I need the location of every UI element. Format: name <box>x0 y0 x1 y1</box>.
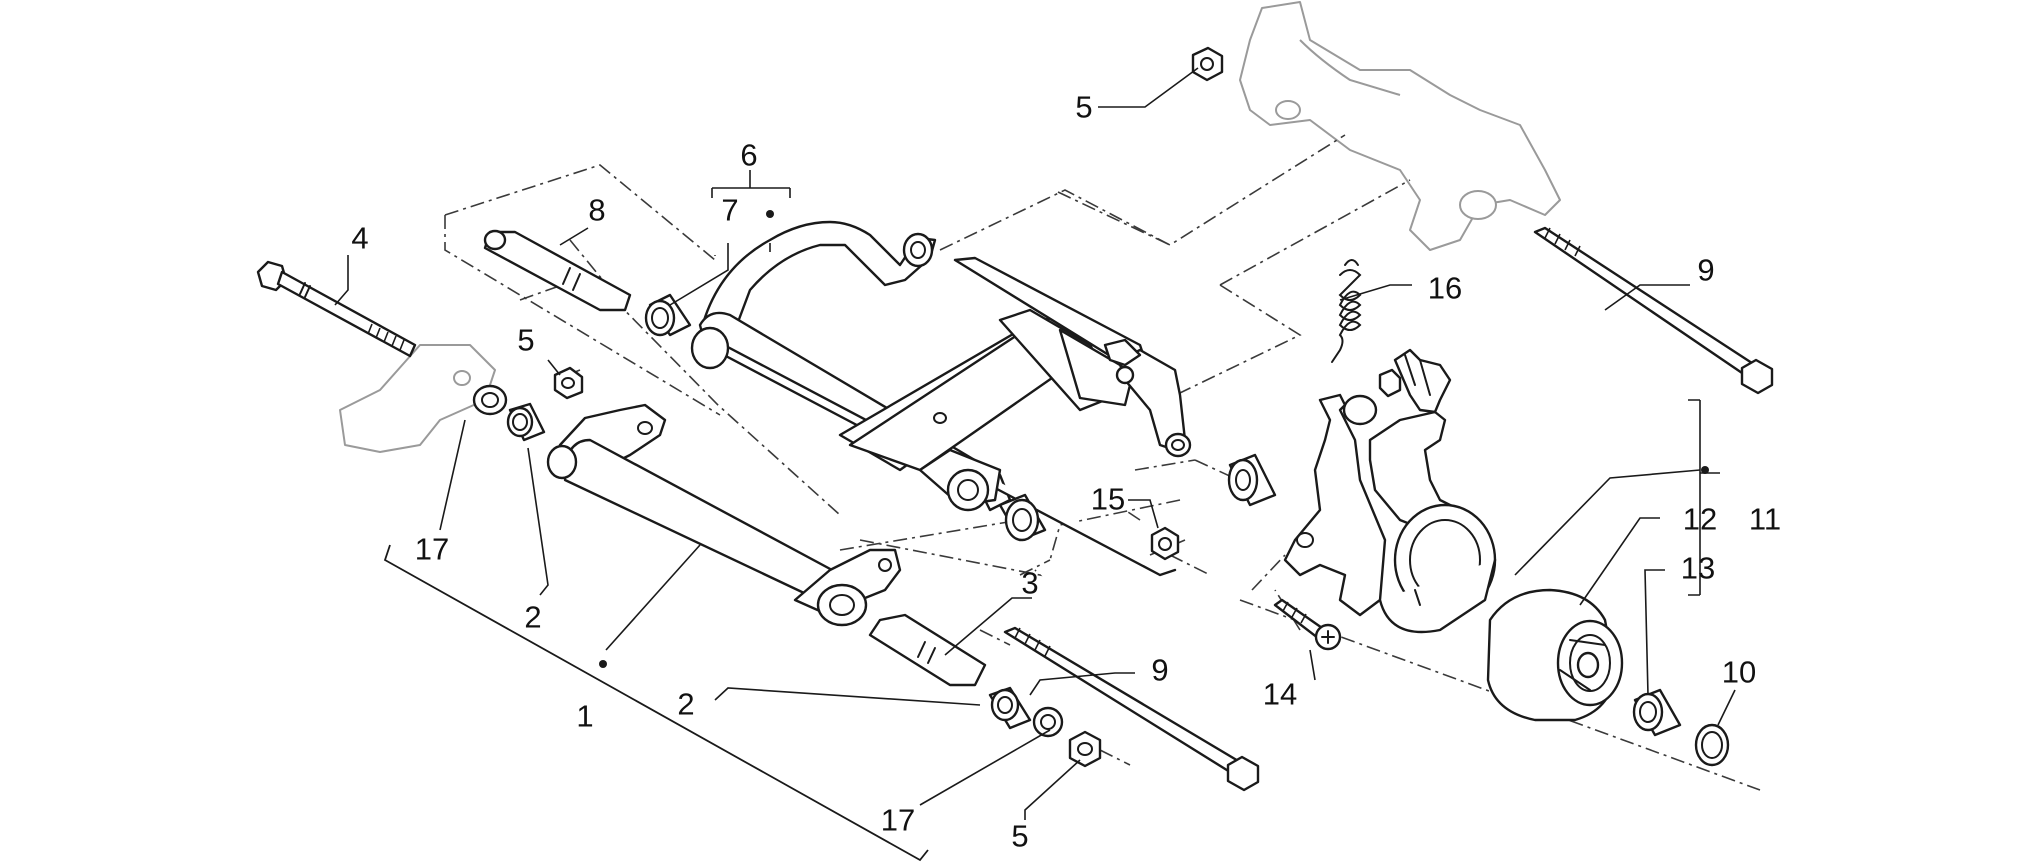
callout-12: 12 <box>1683 502 1717 537</box>
bushing-left <box>472 384 508 416</box>
reference-dots <box>599 210 1709 668</box>
leader-lines <box>334 67 1736 862</box>
pulley-roller <box>1486 588 1624 722</box>
bushing-lower <box>1032 706 1064 738</box>
bushing-middle <box>998 493 1047 542</box>
callout-14: 14 <box>1263 677 1297 712</box>
callout-8: 8 <box>588 193 605 228</box>
callout-11: 11 <box>1749 502 1781 537</box>
callout-17-upper: 17 <box>415 532 449 567</box>
callout-17-lower: 17 <box>881 803 915 838</box>
spring <box>1331 259 1362 363</box>
callout-9-lower: 9 <box>1151 653 1168 688</box>
pin-upper <box>483 229 632 312</box>
callout-1: 1 <box>576 699 593 734</box>
callout-3: 3 <box>1021 566 1038 601</box>
swing-arm-lower <box>546 403 902 627</box>
nut-lower <box>1068 730 1102 768</box>
screw <box>1273 598 1342 651</box>
callout-13: 13 <box>1681 551 1715 586</box>
swing-arm-upper <box>690 220 1192 577</box>
bolt-long-left <box>256 260 417 358</box>
callout-2-upper: 2 <box>524 600 541 635</box>
nut-middle <box>1150 526 1180 561</box>
callout-5-top: 5 <box>1075 90 1092 125</box>
callout-7: 7 <box>721 193 738 228</box>
frame-bracket-ghost <box>1239 1 1561 251</box>
bolt-long-lower <box>1003 626 1260 792</box>
callout-2-lower: 2 <box>677 687 694 722</box>
callout-15: 15 <box>1091 482 1125 517</box>
callout-4: 4 <box>351 221 368 256</box>
callout-10: 10 <box>1722 655 1756 690</box>
pin-lower <box>868 613 987 687</box>
callout-16: 16 <box>1428 271 1462 306</box>
nut-top <box>1191 46 1224 82</box>
frame-part-left-ghost <box>339 344 496 453</box>
bushing-upper <box>644 293 692 337</box>
callout-6: 6 <box>740 138 757 173</box>
circlip <box>1694 723 1730 767</box>
nut-upper-middle <box>553 366 584 400</box>
pulley-housing <box>1283 348 1497 634</box>
bolt-long-upper-right <box>1533 226 1774 395</box>
callout-5-middle: 5 <box>517 323 534 358</box>
callout-9-upper: 9 <box>1697 253 1714 288</box>
needle-bearing-upper <box>506 402 546 442</box>
callout-labels: 5 6 7 8 4 9 16 5 17 2 15 11 12 13 3 9 1 … <box>351 90 1781 854</box>
needle-bearing-lower <box>988 686 1032 730</box>
bushing-housing <box>1227 453 1277 507</box>
sleeve <box>1632 688 1682 737</box>
callout-5-lower: 5 <box>1011 819 1028 854</box>
